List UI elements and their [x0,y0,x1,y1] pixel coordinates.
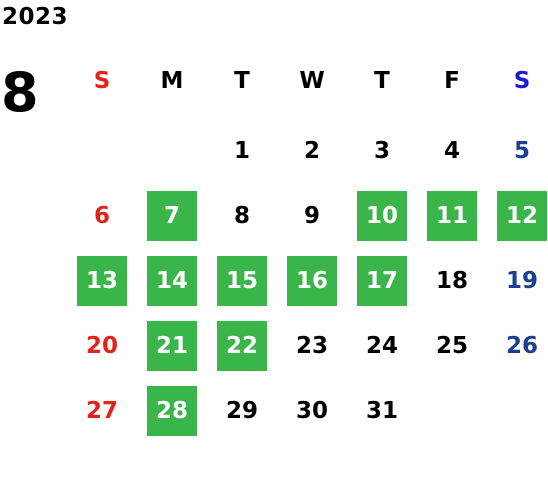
calendar-day[interactable]: 17 [357,256,407,306]
calendar-day[interactable]: 5 [513,138,530,164]
calendar-year: 2023 [2,4,69,30]
calendar-day[interactable]: 25 [435,333,468,359]
weekday-header: M [160,68,184,94]
calendar-day[interactable]: 6 [93,203,110,229]
weekday-header: T [234,68,250,94]
weekday-header: W [299,68,325,94]
calendar-day[interactable]: 24 [365,333,398,359]
calendar-day[interactable]: 30 [295,398,328,424]
calendar-day[interactable]: 23 [295,333,328,359]
calendar-day[interactable]: 21 [147,321,197,371]
calendar-day[interactable]: 26 [505,333,538,359]
calendar-day[interactable]: 9 [303,203,320,229]
calendar-day[interactable]: 13 [77,256,127,306]
calendar-day[interactable]: 1 [233,138,250,164]
calendar-day[interactable]: 18 [435,268,468,294]
calendar-month: 8 [1,61,39,124]
calendar-day[interactable]: 11 [427,191,477,241]
calendar-day[interactable]: 7 [147,191,197,241]
calendar-day[interactable]: 8 [233,203,250,229]
calendar-day[interactable]: 28 [147,386,197,436]
weekday-header: F [444,68,460,94]
calendar-day[interactable]: 20 [85,333,118,359]
calendar-day[interactable]: 27 [85,398,118,424]
calendar-day[interactable]: 12 [497,191,547,241]
calendar-day[interactable]: 2 [303,138,320,164]
calendar-day[interactable]: 15 [217,256,267,306]
weekday-header: T [374,68,390,94]
weekday-header: S [513,68,531,94]
calendar-day[interactable]: 29 [225,398,258,424]
calendar-day[interactable]: 31 [365,398,398,424]
calendar-day[interactable]: 4 [443,138,460,164]
calendar-day[interactable]: 22 [217,321,267,371]
calendar-day[interactable]: 19 [505,268,538,294]
calendar-day[interactable]: 16 [287,256,337,306]
calendar-day[interactable]: 3 [373,138,390,164]
weekday-header: S [93,68,111,94]
calendar-day[interactable]: 14 [147,256,197,306]
calendar-day[interactable]: 10 [357,191,407,241]
